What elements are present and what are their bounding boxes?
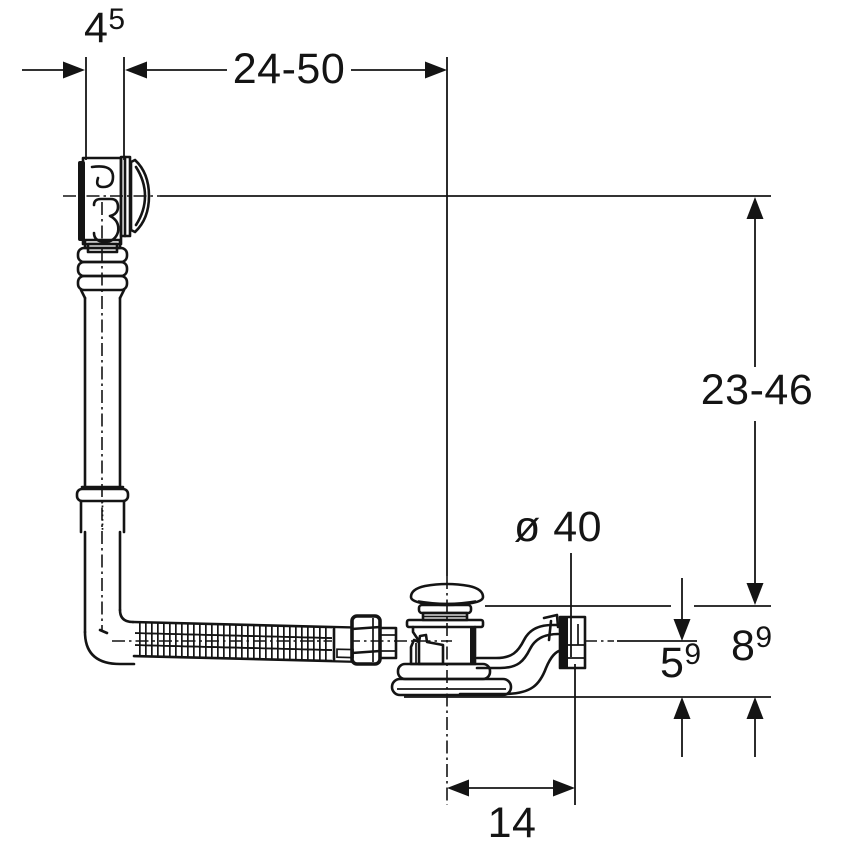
elbow [83, 608, 136, 666]
overflow-fitting [78, 155, 151, 254]
corrugated-connector [76, 238, 129, 300]
dimension-outlet-heights [404, 578, 771, 757]
arrowhead-right [553, 779, 575, 797]
base-tray [396, 662, 492, 681]
arrowhead-left [447, 779, 469, 797]
dimension-overflow-depth [22, 57, 125, 160]
arrowhead-left [125, 61, 147, 79]
overflow-rosette-inner [134, 165, 147, 227]
outlet-socket [558, 615, 587, 670]
dimension-value: 4 [84, 4, 109, 52]
inlet-stub [378, 626, 398, 660]
dimension-superscript: 9 [755, 621, 773, 654]
dimension-label-outlet-offset: 14 [487, 799, 537, 847]
dimension-height-range [485, 197, 771, 607]
dimension-hose-span [125, 57, 448, 576]
overflow-rosette [129, 158, 151, 234]
dimension-value: 14 [487, 799, 537, 847]
center-lines [63, 195, 771, 805]
arrowhead-up [673, 697, 691, 719]
dimension-label-hose-span: 24-50 [232, 45, 346, 93]
dimension-label-outlet-diameter: ø 40 [513, 503, 603, 551]
drain-plug-cap [409, 582, 485, 607]
vertical-hose [75, 296, 130, 634]
dimension-outlet-offset [447, 664, 576, 805]
dimension-label-total-height: 89 [731, 621, 773, 670]
overflow-inner-detail-top [90, 165, 115, 189]
dimension-value: 8 [731, 622, 756, 670]
dimension-superscript: 9 [684, 638, 702, 671]
arrowhead-right [63, 61, 85, 79]
base-plate [390, 677, 513, 697]
arrowhead-down [673, 619, 691, 641]
lever-housing [409, 633, 445, 666]
overflow-inner-detail-bottom [92, 197, 120, 244]
dimension-label-outlet-height: 59 [660, 638, 702, 687]
arrowhead-up [746, 197, 764, 219]
dimension-label-height-range: 23-46 [700, 366, 814, 414]
dimension-value: 24-50 [232, 45, 346, 93]
drain-flange [405, 618, 485, 629]
outlet-pipe [458, 613, 564, 696]
compression-nut [350, 614, 398, 666]
dimension-label-overflow-depth: 45 [84, 3, 126, 52]
dimension-superscript: 5 [108, 3, 126, 36]
arrowhead-down [746, 583, 764, 605]
arrowhead-up [746, 697, 764, 719]
dimension-value: 5 [660, 639, 685, 687]
drain-body [390, 582, 513, 697]
retaining-clip [542, 613, 560, 642]
dimension-value: ø 40 [513, 503, 603, 551]
arrowhead-right [425, 61, 447, 79]
dimension-value: 23-46 [700, 366, 814, 414]
horizontal-hose [131, 620, 354, 663]
